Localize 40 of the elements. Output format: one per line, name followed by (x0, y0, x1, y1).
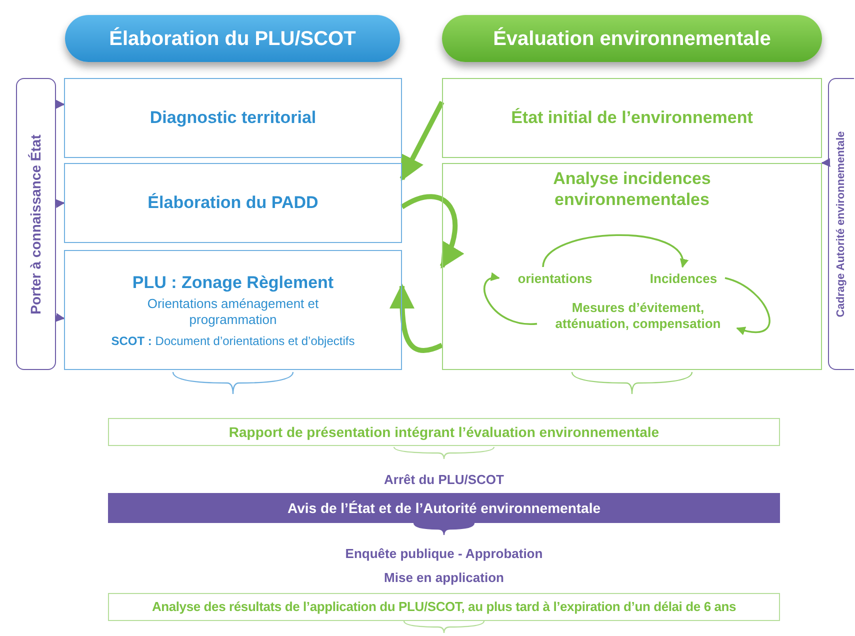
node-text: Incidences (650, 270, 718, 288)
process-box (442, 163, 822, 370)
process-box (108, 593, 780, 621)
process-box (108, 418, 780, 446)
arrow (484, 273, 537, 325)
arrow (821, 158, 830, 168)
node-text: SCOT : Document d’orientations et d’objectifs (111, 333, 355, 350)
side-bracket (16, 78, 56, 370)
arrow (542, 234, 686, 268)
process-box (442, 78, 822, 158)
vertical-label: Cadrage Autorité environnementale (834, 130, 848, 318)
node-text: PLU : Zonage Règlement (132, 272, 334, 294)
process-box (64, 163, 402, 243)
node-text: Analyse des résultats de l’application du PLU/SCOT, au plus tard à l’expiration d’un délai de 6 ans (152, 598, 736, 616)
node-text: Mesures d’évitement, atténuation, compensation (554, 300, 722, 332)
node-text: Analyse incidences environnementales (552, 168, 712, 210)
arrow (724, 277, 770, 335)
node-text: Orientations aménagement et programmation (146, 296, 320, 328)
node-text: Évaluation environnementale (493, 26, 771, 52)
arrow (56, 199, 65, 208)
arrow (400, 194, 464, 269)
node-text: État initial de l’environnement (511, 107, 753, 130)
side-bracket (828, 78, 854, 370)
node-text: Avis de l’État et de l’Autorité environnementale (288, 498, 600, 518)
step-label: Mise en application (384, 569, 504, 587)
node-text: Élaboration du PLU/SCOT (109, 26, 356, 52)
step-label: Enquête publique - Approbation (345, 545, 543, 563)
node-text: orientations (518, 270, 592, 288)
vertical-label: Porter à connaissance État (26, 134, 44, 314)
arrow (400, 100, 444, 182)
header-pill (442, 15, 822, 62)
node-text: Rapport de présentation intégrant l’évaluation environnementale (228, 422, 660, 442)
process-box (64, 250, 402, 370)
step-label: Arrêt du PLU/SCOT (384, 471, 504, 489)
node-text: Diagnostic territorial (150, 107, 316, 130)
arrow (55, 312, 65, 322)
header-pill (65, 15, 400, 62)
node-text: Élaboration du PADD (148, 192, 318, 214)
arrow (56, 100, 65, 109)
process-box (64, 78, 402, 158)
